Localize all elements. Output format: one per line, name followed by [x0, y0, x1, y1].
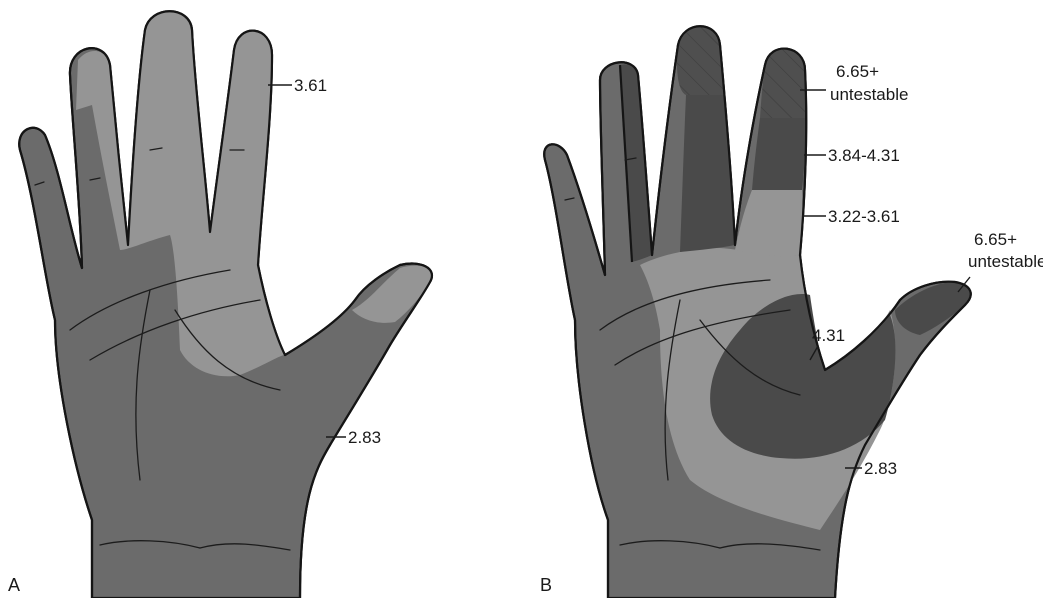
panel-b-label-index-mid: 3.84-4.31 — [828, 146, 900, 165]
panel-b-label-index-tip-line1: 6.65+ — [836, 62, 879, 81]
panel-a-letter: A — [8, 575, 20, 595]
panel-a-hand — [19, 11, 432, 598]
panel-b-index-mid-dark — [752, 118, 805, 190]
panel-b-label-palm: 2.83 — [864, 459, 897, 478]
panel-a-label-2-83: 2.83 — [348, 428, 381, 447]
panel-b-letter: B — [540, 575, 552, 595]
panel-b-label-thumb-tip-line2: untestable — [968, 252, 1043, 271]
panel-b-label-index-base: 3.22-3.61 — [828, 207, 900, 226]
panel-a-label-3-61: 3.61 — [294, 76, 327, 95]
panel-b-label-index-tip-line2: untestable — [830, 85, 908, 104]
panel-b-hand — [544, 26, 971, 598]
panel-b-label-thumb-tip-line1: 6.65+ — [974, 230, 1017, 249]
panel-b-label-thenar: 4.31 — [812, 326, 845, 345]
